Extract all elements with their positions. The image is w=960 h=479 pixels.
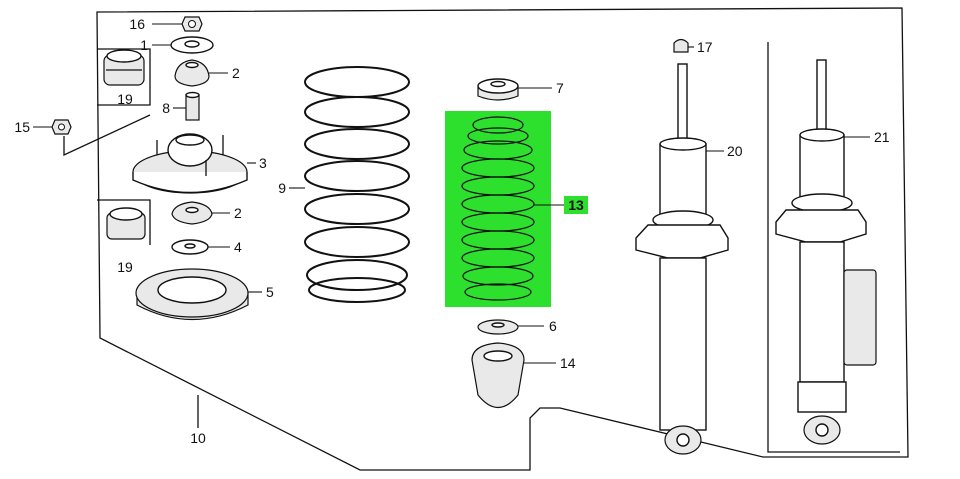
part-9-coil-spring[interactable] xyxy=(304,66,410,303)
inner-frame xyxy=(767,42,900,453)
part-19-upper-mount-cushion[interactable] xyxy=(103,49,145,86)
part-15-nut[interactable] xyxy=(51,119,72,135)
label-7: 7 xyxy=(556,80,564,96)
label-3: 3 xyxy=(259,155,267,171)
part-2-bushing-lower[interactable] xyxy=(171,201,213,225)
part-19-lower-cushion[interactable] xyxy=(106,207,146,240)
label-8: 8 xyxy=(162,100,170,116)
label-13-box xyxy=(564,196,588,214)
part-2-bushing-upper[interactable] xyxy=(174,59,210,87)
part-3-upper-mount-base[interactable] xyxy=(132,133,248,194)
part-14-bump-stop[interactable] xyxy=(471,342,525,409)
label-15: 15 xyxy=(14,119,30,135)
label-9: 9 xyxy=(278,180,286,196)
label-14: 14 xyxy=(560,355,576,371)
label-21: 21 xyxy=(874,129,890,145)
label-6: 6 xyxy=(549,318,557,334)
part-4-washer[interactable] xyxy=(171,239,209,255)
label-19-lower: 19 xyxy=(117,259,133,275)
part-5-spring-seat[interactable] xyxy=(135,268,249,320)
part-17-cap[interactable] xyxy=(673,38,689,53)
label-17: 17 xyxy=(697,39,713,55)
leader-lines xyxy=(33,23,870,364)
label-20: 20 xyxy=(727,143,743,159)
assembly-border xyxy=(96,7,909,471)
label-13: 13 xyxy=(568,197,584,213)
label-2-upper: 2 xyxy=(232,65,240,81)
part-16-nut[interactable] xyxy=(181,16,203,32)
label-19-upper: 19 xyxy=(117,91,133,107)
bracket-19-upper xyxy=(97,48,151,106)
leader-15 xyxy=(63,114,151,157)
part-1-washer[interactable] xyxy=(170,36,214,54)
part-20-shock-absorber[interactable] xyxy=(635,63,729,455)
label-10: 10 xyxy=(190,430,206,446)
part-21-shock-absorber[interactable] xyxy=(775,59,877,445)
label-5: 5 xyxy=(266,284,274,300)
label-2-lower: 2 xyxy=(234,205,242,221)
label-16: 16 xyxy=(129,16,145,32)
part-6-bump-stop-washer[interactable] xyxy=(477,319,519,335)
label-1: 1 xyxy=(140,37,148,53)
part-8-collar[interactable] xyxy=(185,91,200,121)
bracket-19-lower xyxy=(97,199,151,245)
part-7-cap[interactable] xyxy=(477,78,519,101)
label-4: 4 xyxy=(234,239,242,255)
part-13-dust-boot[interactable] xyxy=(461,116,535,301)
